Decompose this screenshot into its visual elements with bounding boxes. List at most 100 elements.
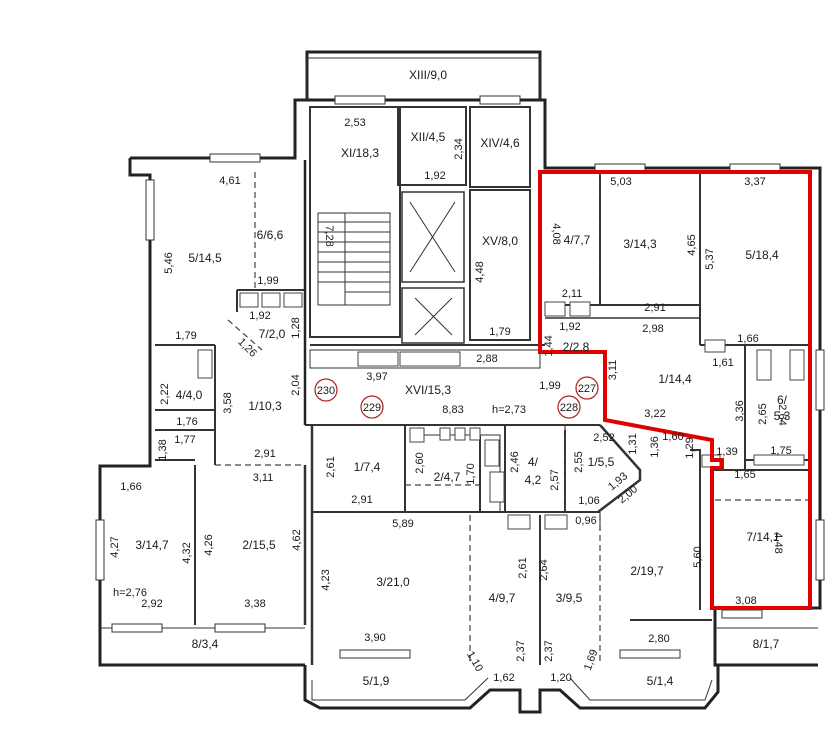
windows bbox=[95, 95, 825, 659]
room-label: 6/6,6 bbox=[257, 228, 284, 242]
room-label: 8/1,7 bbox=[753, 637, 780, 651]
svg-text:2,46: 2,46 bbox=[509, 451, 521, 472]
svg-text:h=2,76: h=2,76 bbox=[113, 587, 147, 599]
room-label: 5/18,4 bbox=[745, 248, 779, 262]
svg-text:5,46: 5,46 bbox=[163, 252, 175, 273]
svg-text:1,79: 1,79 bbox=[175, 330, 196, 342]
svg-text:5,60: 5,60 bbox=[692, 546, 704, 567]
room-label: 7/2,0 bbox=[259, 327, 286, 341]
svg-text:5,03: 5,03 bbox=[610, 176, 631, 188]
svg-text:0,96: 0,96 bbox=[575, 515, 596, 527]
svg-text:7,28: 7,28 bbox=[323, 225, 335, 246]
svg-text:4,27: 4,27 bbox=[109, 536, 121, 557]
svg-text:1,10: 1,10 bbox=[464, 649, 485, 674]
svg-text:2,55: 2,55 bbox=[573, 451, 585, 472]
svg-text:2,92: 2,92 bbox=[141, 598, 162, 610]
marker-229: 229 bbox=[360, 395, 384, 419]
marker-230: 230 bbox=[314, 378, 338, 402]
svg-text:2,65: 2,65 bbox=[757, 403, 769, 424]
svg-text:3,37: 3,37 bbox=[744, 176, 765, 188]
highlighted-apartment-outline bbox=[538, 170, 812, 610]
svg-text:2,52: 2,52 bbox=[593, 432, 614, 444]
room-label: 4,2 bbox=[525, 473, 542, 487]
svg-text:2,61: 2,61 bbox=[517, 557, 529, 578]
svg-text:4,26: 4,26 bbox=[203, 534, 215, 555]
svg-text:1,36: 1,36 bbox=[649, 436, 661, 457]
svg-text:3,11: 3,11 bbox=[607, 360, 619, 381]
svg-text:228: 228 bbox=[560, 402, 578, 414]
svg-text:2,53: 2,53 bbox=[344, 117, 365, 129]
svg-text:1,75: 1,75 bbox=[770, 445, 791, 457]
svg-text:1,29: 1,29 bbox=[684, 437, 696, 458]
svg-text:2,61: 2,61 bbox=[325, 456, 337, 477]
sanitary-fixtures bbox=[197, 292, 805, 530]
svg-text:2,91: 2,91 bbox=[644, 302, 665, 314]
svg-text:h=2,73: h=2,73 bbox=[492, 404, 526, 416]
svg-text:2,34: 2,34 bbox=[453, 138, 465, 159]
section-markers: 230 229 228 227 bbox=[314, 376, 599, 419]
room-labels: XIII/9,0 XI/18,3 XII/4,5 XIV/4,6 XV/8,0 … bbox=[135, 68, 790, 688]
svg-text:3,97: 3,97 bbox=[366, 371, 387, 383]
svg-text:1,62: 1,62 bbox=[493, 672, 514, 684]
svg-text:2,64: 2,64 bbox=[538, 559, 550, 580]
room-label: 3/14,7 bbox=[135, 538, 169, 552]
svg-text:4,32: 4,32 bbox=[181, 542, 193, 563]
svg-text:2,91: 2,91 bbox=[254, 448, 275, 460]
svg-text:1,77: 1,77 bbox=[174, 434, 195, 446]
svg-text:1,99: 1,99 bbox=[257, 275, 278, 287]
svg-text:2,37: 2,37 bbox=[515, 640, 527, 661]
svg-text:4,48: 4,48 bbox=[772, 532, 784, 553]
dimension-labels: 2,53 2,34 1,92 7,28 4,48 1,79 2,88 4,61 … bbox=[109, 117, 792, 684]
svg-text:2,60: 2,60 bbox=[414, 452, 426, 473]
svg-text:1,66: 1,66 bbox=[737, 333, 758, 345]
svg-text:230: 230 bbox=[317, 385, 335, 397]
room-label: 1/7,4 bbox=[354, 460, 381, 474]
svg-text:1,60: 1,60 bbox=[662, 431, 683, 443]
svg-text:4,08: 4,08 bbox=[550, 223, 562, 244]
svg-text:1,39: 1,39 bbox=[716, 446, 737, 458]
svg-text:1,66: 1,66 bbox=[120, 481, 141, 493]
svg-text:1,92: 1,92 bbox=[424, 170, 445, 182]
room-label: 5,3 bbox=[774, 409, 791, 423]
svg-text:229: 229 bbox=[363, 402, 381, 414]
svg-text:1,38: 1,38 bbox=[157, 439, 169, 460]
svg-text:3,08: 3,08 bbox=[735, 595, 756, 607]
svg-text:1,28: 1,28 bbox=[290, 317, 302, 338]
svg-text:5,37: 5,37 bbox=[704, 248, 716, 269]
svg-text:1,44: 1,44 bbox=[543, 335, 555, 356]
svg-text:2,88: 2,88 bbox=[476, 353, 497, 365]
svg-text:3,11: 3,11 bbox=[253, 472, 274, 484]
svg-text:4,61: 4,61 bbox=[219, 175, 240, 187]
svg-text:5,89: 5,89 bbox=[392, 518, 413, 530]
svg-text:3,58: 3,58 bbox=[222, 392, 234, 413]
svg-text:2,57: 2,57 bbox=[549, 469, 561, 490]
svg-text:1,69: 1,69 bbox=[582, 648, 601, 672]
room-label: XII/4,5 bbox=[411, 130, 446, 144]
svg-text:3,90: 3,90 bbox=[364, 632, 385, 644]
svg-text:1,26: 1,26 bbox=[235, 336, 259, 360]
svg-text:2,91: 2,91 bbox=[351, 494, 372, 506]
room-label: XV/8,0 bbox=[482, 234, 518, 248]
staircase bbox=[317, 212, 391, 306]
room-label: 5/14,5 bbox=[188, 251, 222, 265]
room-label: 2/4,7 bbox=[434, 470, 461, 484]
room-label: 1/10,3 bbox=[248, 399, 282, 413]
room-label: 8/3,4 bbox=[192, 637, 219, 651]
svg-text:2,98: 2,98 bbox=[642, 323, 663, 335]
room-label: 3/9,5 bbox=[556, 591, 583, 605]
svg-text:1,31: 1,31 bbox=[627, 433, 639, 454]
marker-228: 228 bbox=[557, 395, 581, 419]
svg-text:1,61: 1,61 bbox=[712, 357, 733, 369]
room-label: 2/2,8 bbox=[563, 340, 590, 354]
room-label: 4/9,7 bbox=[489, 591, 516, 605]
room-label: 6/ bbox=[777, 393, 788, 407]
svg-text:2,04: 2,04 bbox=[290, 374, 302, 395]
svg-text:2,64: 2,64 bbox=[776, 404, 788, 425]
room-label: 3/21,0 bbox=[376, 575, 410, 589]
room-label: 5/1,4 bbox=[647, 674, 674, 688]
svg-text:1,65: 1,65 bbox=[734, 469, 755, 481]
svg-text:1,70: 1,70 bbox=[465, 463, 477, 484]
room-label: XIII/9,0 bbox=[409, 68, 447, 82]
svg-text:4,65: 4,65 bbox=[686, 234, 698, 255]
room-label: 1/14,4 bbox=[658, 372, 692, 386]
